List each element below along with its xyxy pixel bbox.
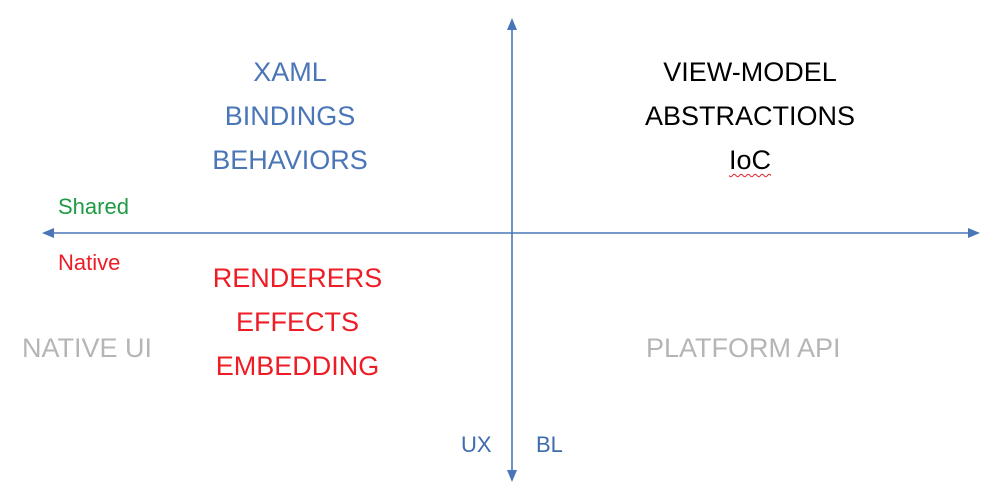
behaviors-label: BEHAVIORS xyxy=(212,145,368,175)
horizontal-axis-right-arrow xyxy=(968,228,980,238)
bottom-left-quadrant-list: RENDERERS EFFECTS EMBEDDING xyxy=(185,256,410,388)
top-left-quadrant-list: XAML BINDINGS BEHAVIORS xyxy=(180,50,400,182)
ioc-text: IoC xyxy=(728,145,772,175)
top-right-quadrant-list: VIEW-MODEL ABSTRACTIONS IoC xyxy=(620,50,880,182)
vertical-axis-bottom-arrow xyxy=(507,470,517,482)
native-axis-label: Native xyxy=(58,250,121,275)
bindings-label: BINDINGS xyxy=(224,101,356,131)
ux-axis-label: UX xyxy=(461,432,492,457)
bl-axis-label: BL xyxy=(536,432,563,457)
shared-axis-label: Shared xyxy=(58,194,129,219)
renderers-label: RENDERERS xyxy=(212,263,383,293)
vertical-axis-top-arrow xyxy=(507,18,517,30)
embedding-label: EMBEDDING xyxy=(215,351,380,381)
abstractions-label: ABSTRACTIONS xyxy=(644,101,856,131)
horizontal-axis-left-arrow xyxy=(42,228,54,238)
platform-api-area-label: PLATFORM API xyxy=(646,333,841,363)
effects-label: EFFECTS xyxy=(235,307,359,337)
ioc-label: IoC xyxy=(620,138,880,182)
view-model-label: VIEW-MODEL xyxy=(663,57,837,87)
native-ui-area-label: NATIVE UI xyxy=(22,333,153,363)
xaml-label: XAML xyxy=(253,57,327,87)
